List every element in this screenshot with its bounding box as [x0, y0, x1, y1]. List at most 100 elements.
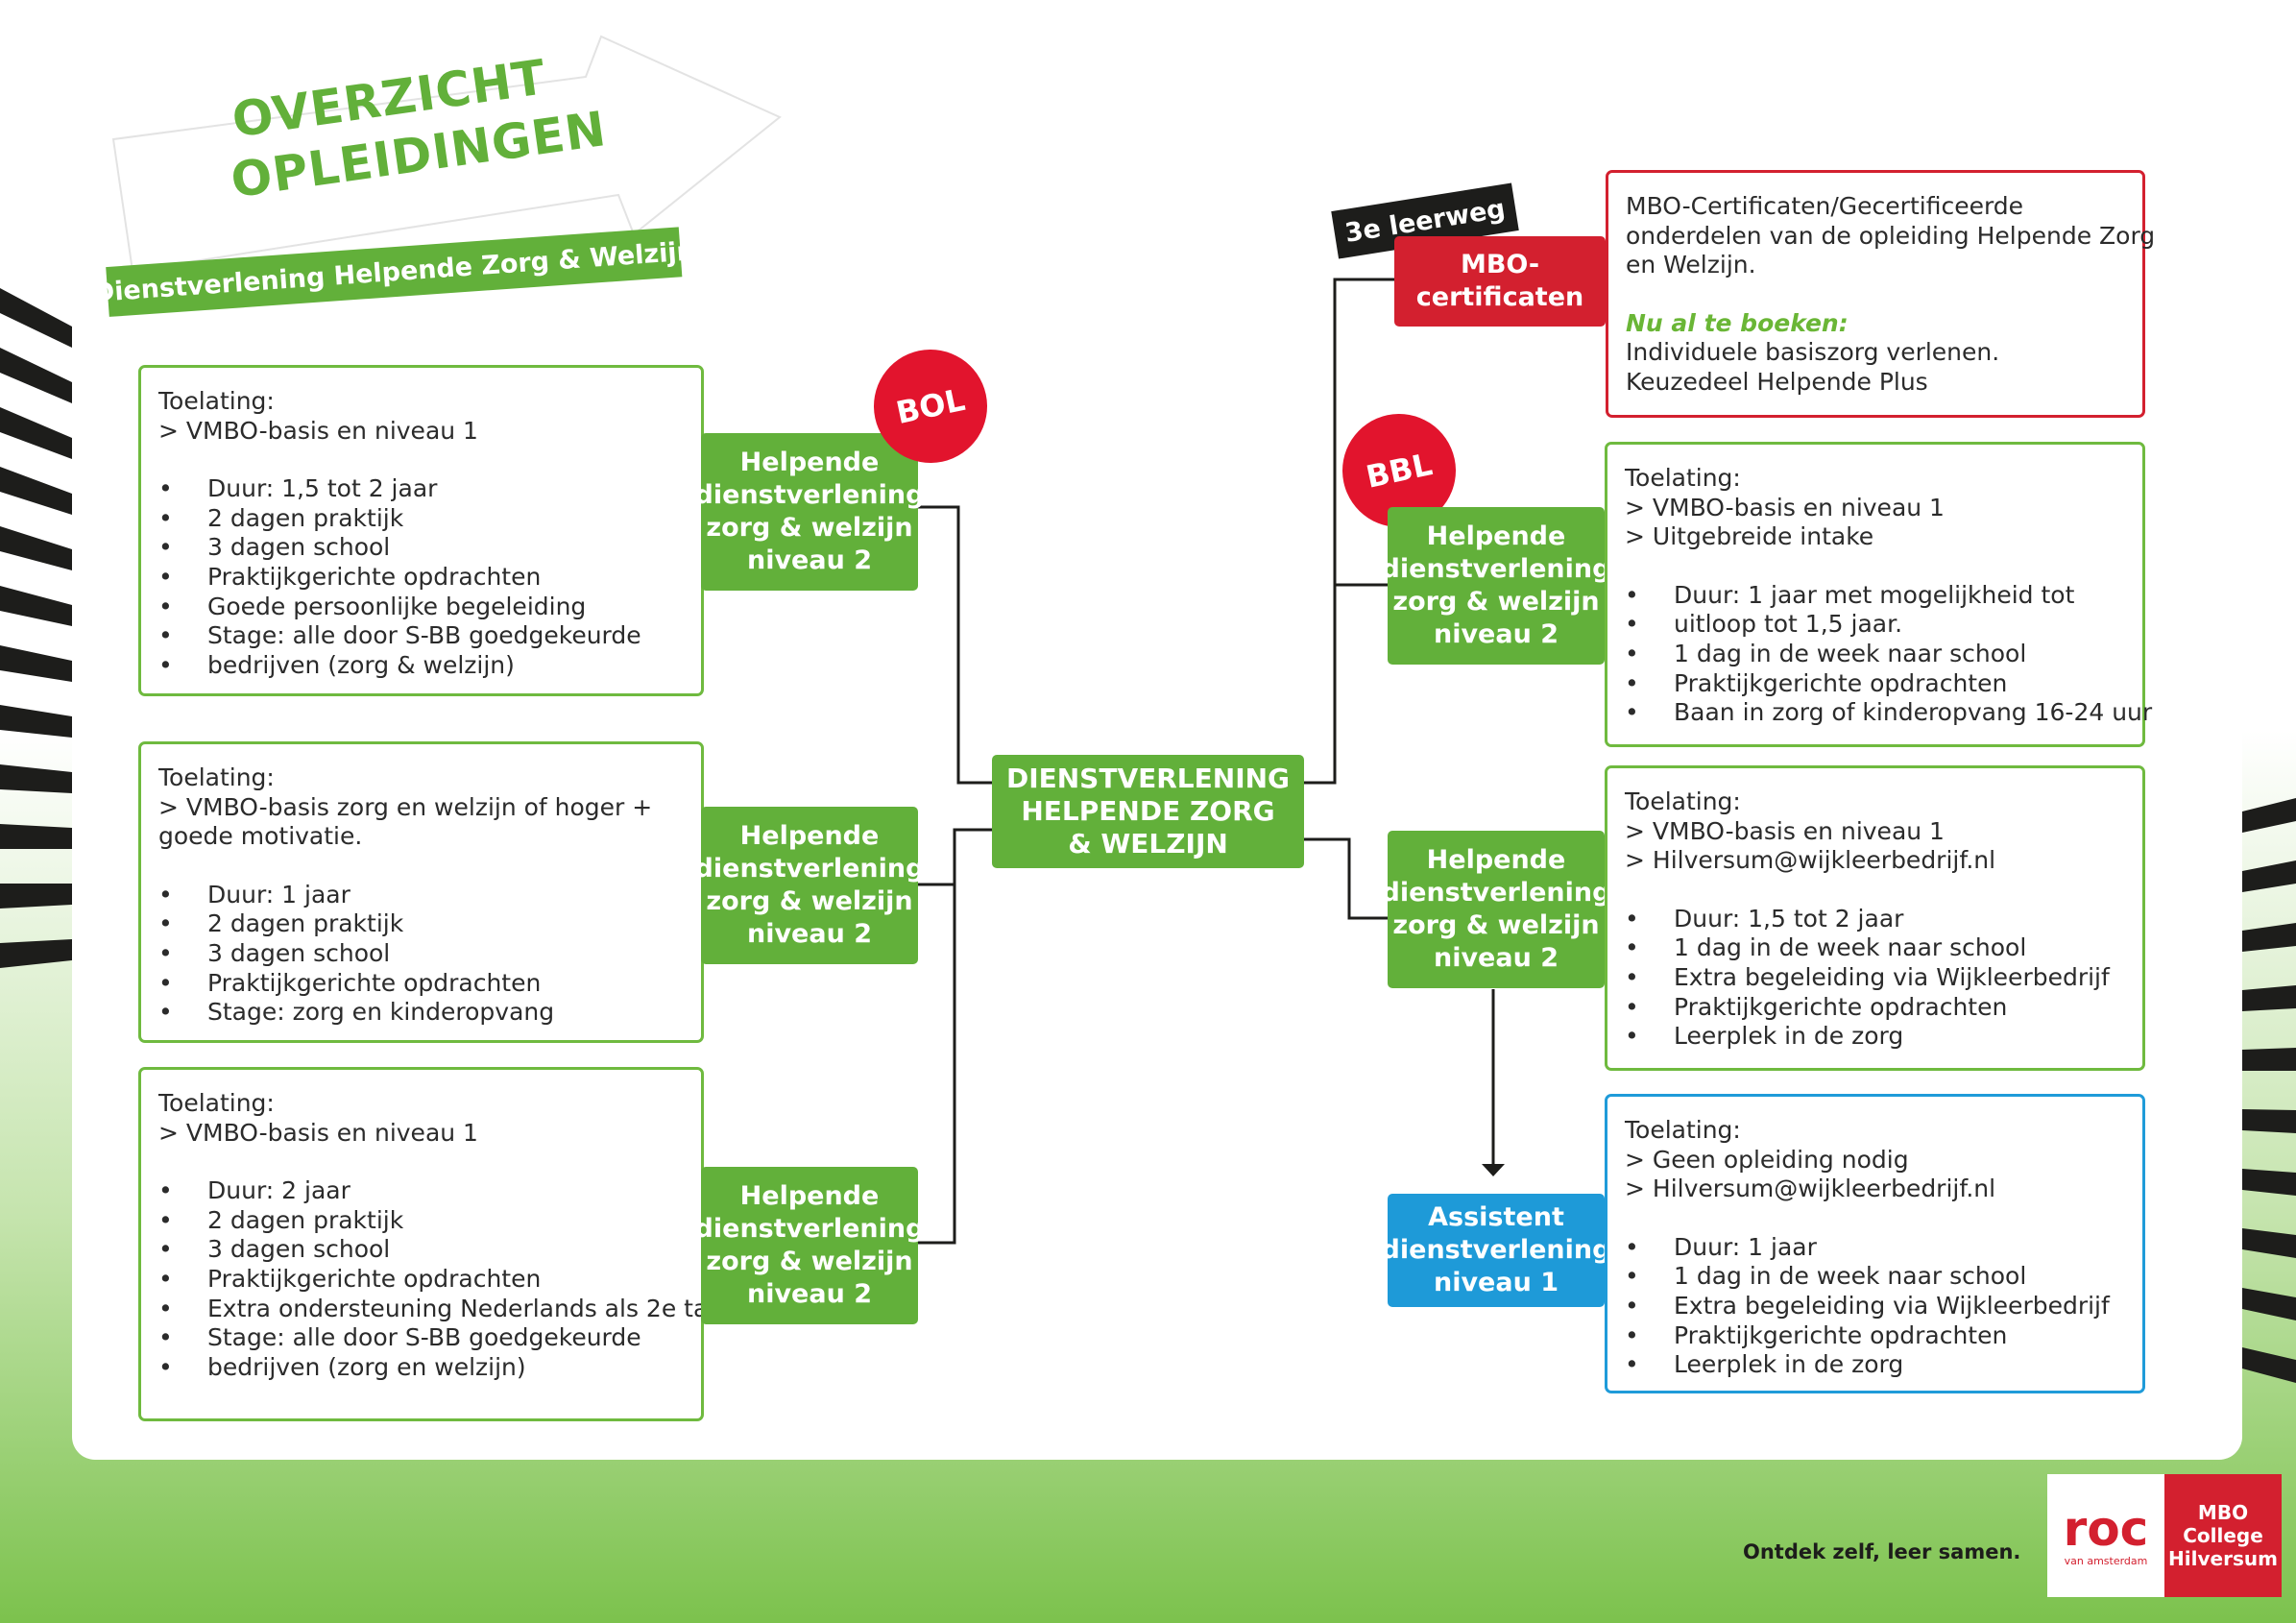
stripe	[0, 645, 72, 682]
admission-item: > Hilversum@wijkleerbedrijf.nl	[1625, 846, 1996, 875]
certificates-info-box: MBO-Certificaten/Gecertificeerde onderde…	[1606, 170, 2156, 418]
admission-item: > VMBO-basis en niveau 1	[1625, 816, 1945, 845]
title-arrow	[111, 35, 782, 273]
admission-heading: Toelating:	[1625, 1116, 1741, 1144]
left-info-box-2: Toelating: > VMBO-basis zorg en welzijn …	[138, 741, 704, 1043]
right-program-label-1: Helpende dienstverlening zorg & welzijn …	[1382, 507, 1610, 665]
bullet-item: Baan in zorg of kinderopvang 16-24 uur	[1625, 698, 2152, 728]
mbo-logo-line: College	[2183, 1524, 2263, 1547]
bullet-item: Praktijkgerichte opdrachten	[1625, 669, 2142, 699]
bullet-item: 1 dag in de week naar school	[1625, 1262, 2142, 1292]
bullet-list: Duur: 1 jaar met mogelijkheid tot uitloo…	[1625, 581, 2152, 728]
bullet-item: Praktijkgerichte opdrachten	[158, 969, 701, 999]
bullet-item: Praktijkgerichte opdrachten	[1625, 993, 2142, 1023]
bullet-item: Duur: 2 jaar	[158, 1176, 701, 1206]
decorative-stripes-right	[2242, 798, 2296, 1383]
admission-item: > VMBO-basis zorg en welzijn of hoger + …	[158, 792, 653, 851]
stripe	[0, 884, 72, 908]
bullet-item: Extra ondersteuning Nederlands als 2e ta…	[158, 1295, 730, 1324]
stripe	[2242, 860, 2296, 892]
left-info-box-3: Toelating: > VMBO-basis en niveau 1 Duur…	[138, 1067, 730, 1421]
connector-left-3	[918, 830, 956, 1245]
stripe	[2242, 985, 2296, 1011]
mbo-college-logo: MBO College Hilversum	[2164, 1474, 2282, 1597]
right-info-box-1: Toelating: > VMBO-basis en niveau 1 > Ui…	[1605, 442, 2152, 747]
admission-heading: Toelating:	[158, 1089, 275, 1117]
roc-logo-subtext: van amsterdam	[2064, 1554, 2148, 1567]
connector-left-1	[918, 505, 992, 785]
mbo-logo-line: Hilversum	[2168, 1547, 2278, 1570]
roc-logo-text: roc	[2063, 1500, 2149, 1557]
roc-logo: roc van amsterdam	[2047, 1474, 2164, 1597]
admission-heading: Toelating:	[1625, 464, 1741, 492]
bullet-list: Duur: 1,5 tot 2 jaar 1 dag in de week na…	[1625, 905, 2142, 1052]
connector-right-mid	[1304, 837, 1388, 920]
stripe	[0, 407, 72, 459]
promo-heading: Nu al te boeken:	[1626, 308, 1849, 337]
bullet-item: Duur: 1,5 tot 2 jaar	[158, 474, 701, 504]
center-program-box: DIENSTVERLENING HELPENDE ZORG & WELZIJN	[992, 755, 1304, 868]
bullet-list: Duur: 1 jaar 1 dag in de week naar schoo…	[1625, 1233, 2142, 1380]
bullet-item: Stage: zorg en kinderopvang	[158, 998, 701, 1028]
admission-item: > Hilversum@wijkleerbedrijf.nl	[1625, 1175, 1996, 1203]
bullet-item: uitloop tot 1,5 jaar.	[1625, 610, 2142, 640]
stripe	[0, 467, 72, 515]
bullet-item: 3 dagen school	[158, 533, 701, 563]
admission-item: > Uitgebreide intake	[1625, 522, 1874, 551]
stripe	[0, 586, 72, 626]
bullet-list: Duur: 1 jaar 2 dagen praktijk 3 dagen sc…	[158, 881, 701, 1028]
stripe	[0, 764, 72, 793]
left-info-box-1: Toelating: > VMBO-basis en niveau 1 Duur…	[138, 365, 704, 696]
bullet-item: Duur: 1 jaar	[158, 881, 701, 910]
bullet-item: 2 dagen praktijk	[158, 909, 701, 939]
right-info-box-3: Toelating: > Geen opleiding nodig > Hilv…	[1605, 1094, 2145, 1393]
stripe	[0, 288, 72, 348]
bullet-item: Goede persoonlijke begeleiding	[158, 593, 701, 622]
bullet-item: Extra begeleiding via Wijkleerbedrijf	[1625, 1292, 2142, 1321]
right-program-label-3: Assistent dienstverlening niveau 1	[1382, 1194, 1610, 1307]
stripe	[2242, 1048, 2296, 1071]
bullet-item: Leerplek in de zorg	[1625, 1350, 2142, 1380]
left-program-label-1: Helpende dienstverlening zorg & welzijn …	[695, 433, 924, 591]
bullet-item: Duur: 1 jaar	[1625, 1233, 2142, 1263]
stripe	[0, 526, 72, 570]
bullet-item: bedrijven (zorg en welzijn)	[158, 1353, 701, 1383]
stripe	[2242, 1109, 2296, 1133]
admission-item: > VMBO-basis en niveau 1	[1625, 493, 1945, 521]
bullet-item: Stage: alle door S-BB goedgekeurde	[158, 1323, 701, 1353]
right-program-label-2: Helpende dienstverlening zorg & welzijn …	[1382, 831, 1610, 988]
bullet-item: bedrijven (zorg & welzijn)	[158, 651, 701, 681]
bullet-item: Duur: 1,5 tot 2 jaar	[1625, 905, 2142, 934]
footer-tagline: Ontdek zelf, leer samen.	[1743, 1540, 2021, 1563]
admission-item: > VMBO-basis en niveau 1	[158, 416, 478, 445]
mbo-certificates-label: MBO-certificaten	[1394, 236, 1606, 327]
stripe	[2242, 1347, 2296, 1383]
stripe	[0, 939, 72, 968]
bullet-item: Praktijkgerichte opdrachten	[158, 1265, 701, 1295]
promo-item: Keuzedeel Helpende Plus	[1626, 367, 1928, 396]
stripe	[0, 705, 72, 738]
stripe	[2242, 1228, 2296, 1258]
certificates-description: onderdelen van de opleiding Helpende Zor…	[1626, 221, 2156, 250]
bullet-item: 1 dag in de week naar school	[1625, 933, 2142, 963]
promo-item: Individuele basiszorg verlenen.	[1626, 338, 2000, 367]
left-program-label-2: Helpende dienstverlening zorg & welzijn …	[695, 807, 924, 964]
certificates-description: en Welzijn.	[1626, 251, 1756, 279]
admission-heading: Toelating:	[158, 763, 275, 791]
stripe	[2242, 1288, 2296, 1320]
bullet-item: 3 dagen school	[158, 1235, 701, 1265]
bullet-item: 3 dagen school	[158, 939, 701, 969]
stripe	[2242, 923, 2296, 952]
bullet-item: Praktijkgerichte opdrachten	[158, 563, 701, 593]
bullet-item: Extra begeleiding via Wijkleerbedrijf	[1625, 963, 2142, 993]
connector-right-top	[1304, 278, 1394, 785]
stripe	[2242, 1169, 2296, 1196]
bullet-item: 2 dagen praktijk	[158, 1206, 701, 1236]
mbo-logo-line: MBO	[2197, 1501, 2249, 1524]
bullet-item: Leerplek in de zorg	[1625, 1022, 2142, 1052]
admission-item: > Geen opleiding nodig	[1625, 1145, 1909, 1174]
bullet-item: 1 dag in de week naar school	[1625, 640, 2142, 669]
bullet-item: Duur: 1 jaar met mogelijkheid tot	[1625, 581, 2142, 611]
admission-heading: Toelating:	[158, 387, 275, 415]
